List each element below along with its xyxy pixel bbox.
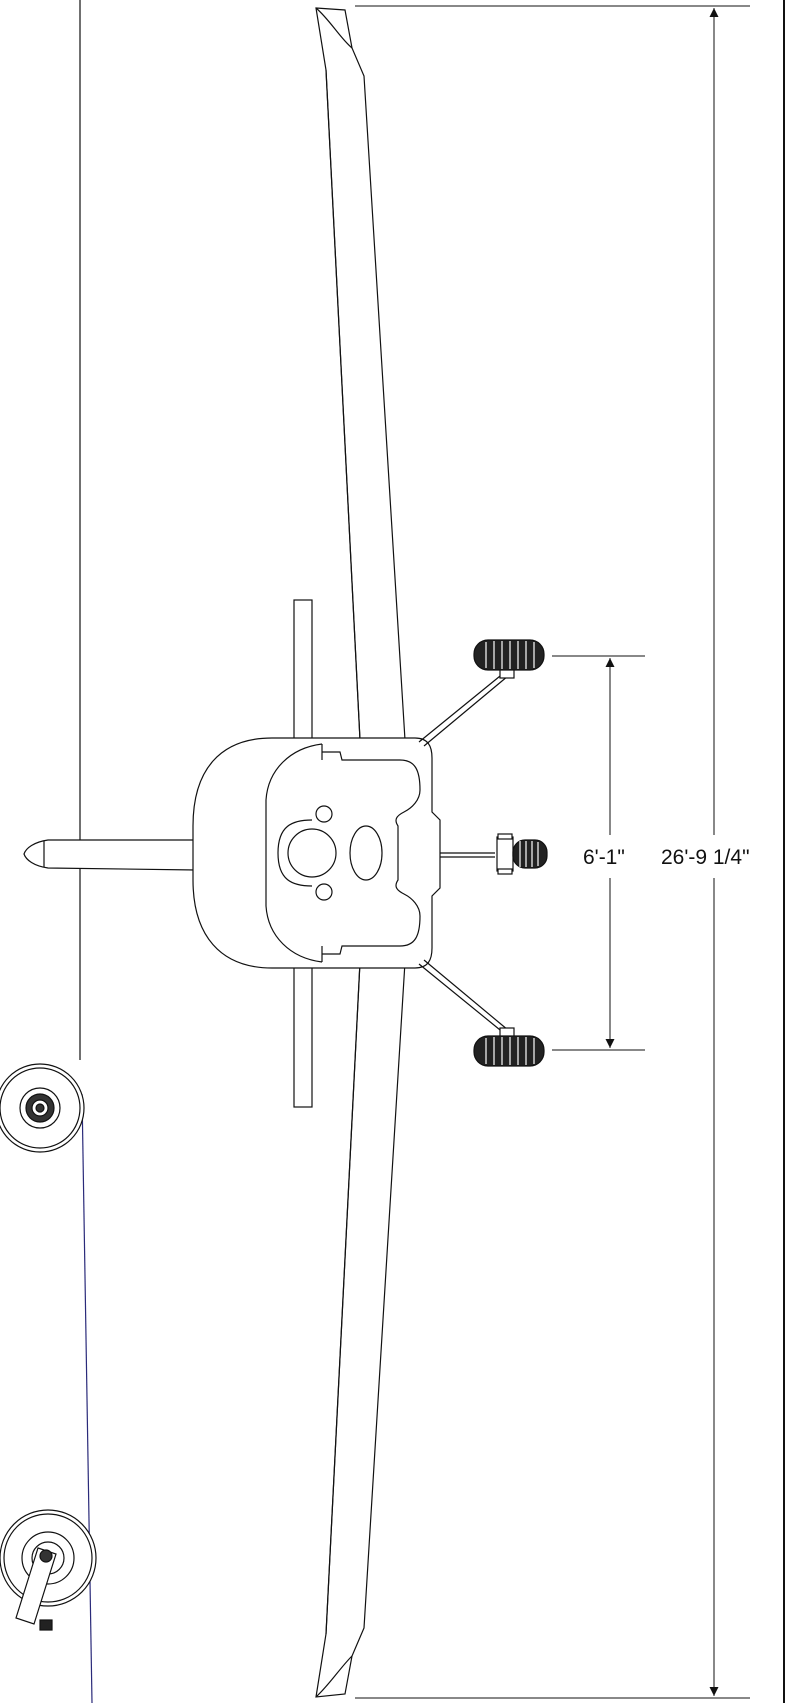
vertical-tail — [23, 839, 197, 871]
wheel-detail-upper — [0, 1063, 85, 1153]
nose-gear — [496, 833, 548, 875]
wheel-detail-lower — [0, 1509, 97, 1631]
gear-track-label: 6'-1" — [583, 846, 625, 869]
upper-wing — [315, 7, 406, 741]
fuselage — [192, 737, 441, 969]
main-gear-upper — [418, 639, 545, 747]
lower-wing — [315, 961, 406, 1698]
gear-track-dimension — [552, 655, 645, 1051]
wingspan-label: 26'-9 1/4" — [661, 846, 750, 869]
wingspan-extension-lines — [355, 5, 750, 1699]
tie-line — [81, 1093, 93, 1703]
spinner — [440, 852, 495, 858]
drawing-frame — [79, 0, 785, 1703]
horizontal-stabilizer — [293, 599, 313, 1108]
main-gear-lower — [418, 959, 545, 1067]
